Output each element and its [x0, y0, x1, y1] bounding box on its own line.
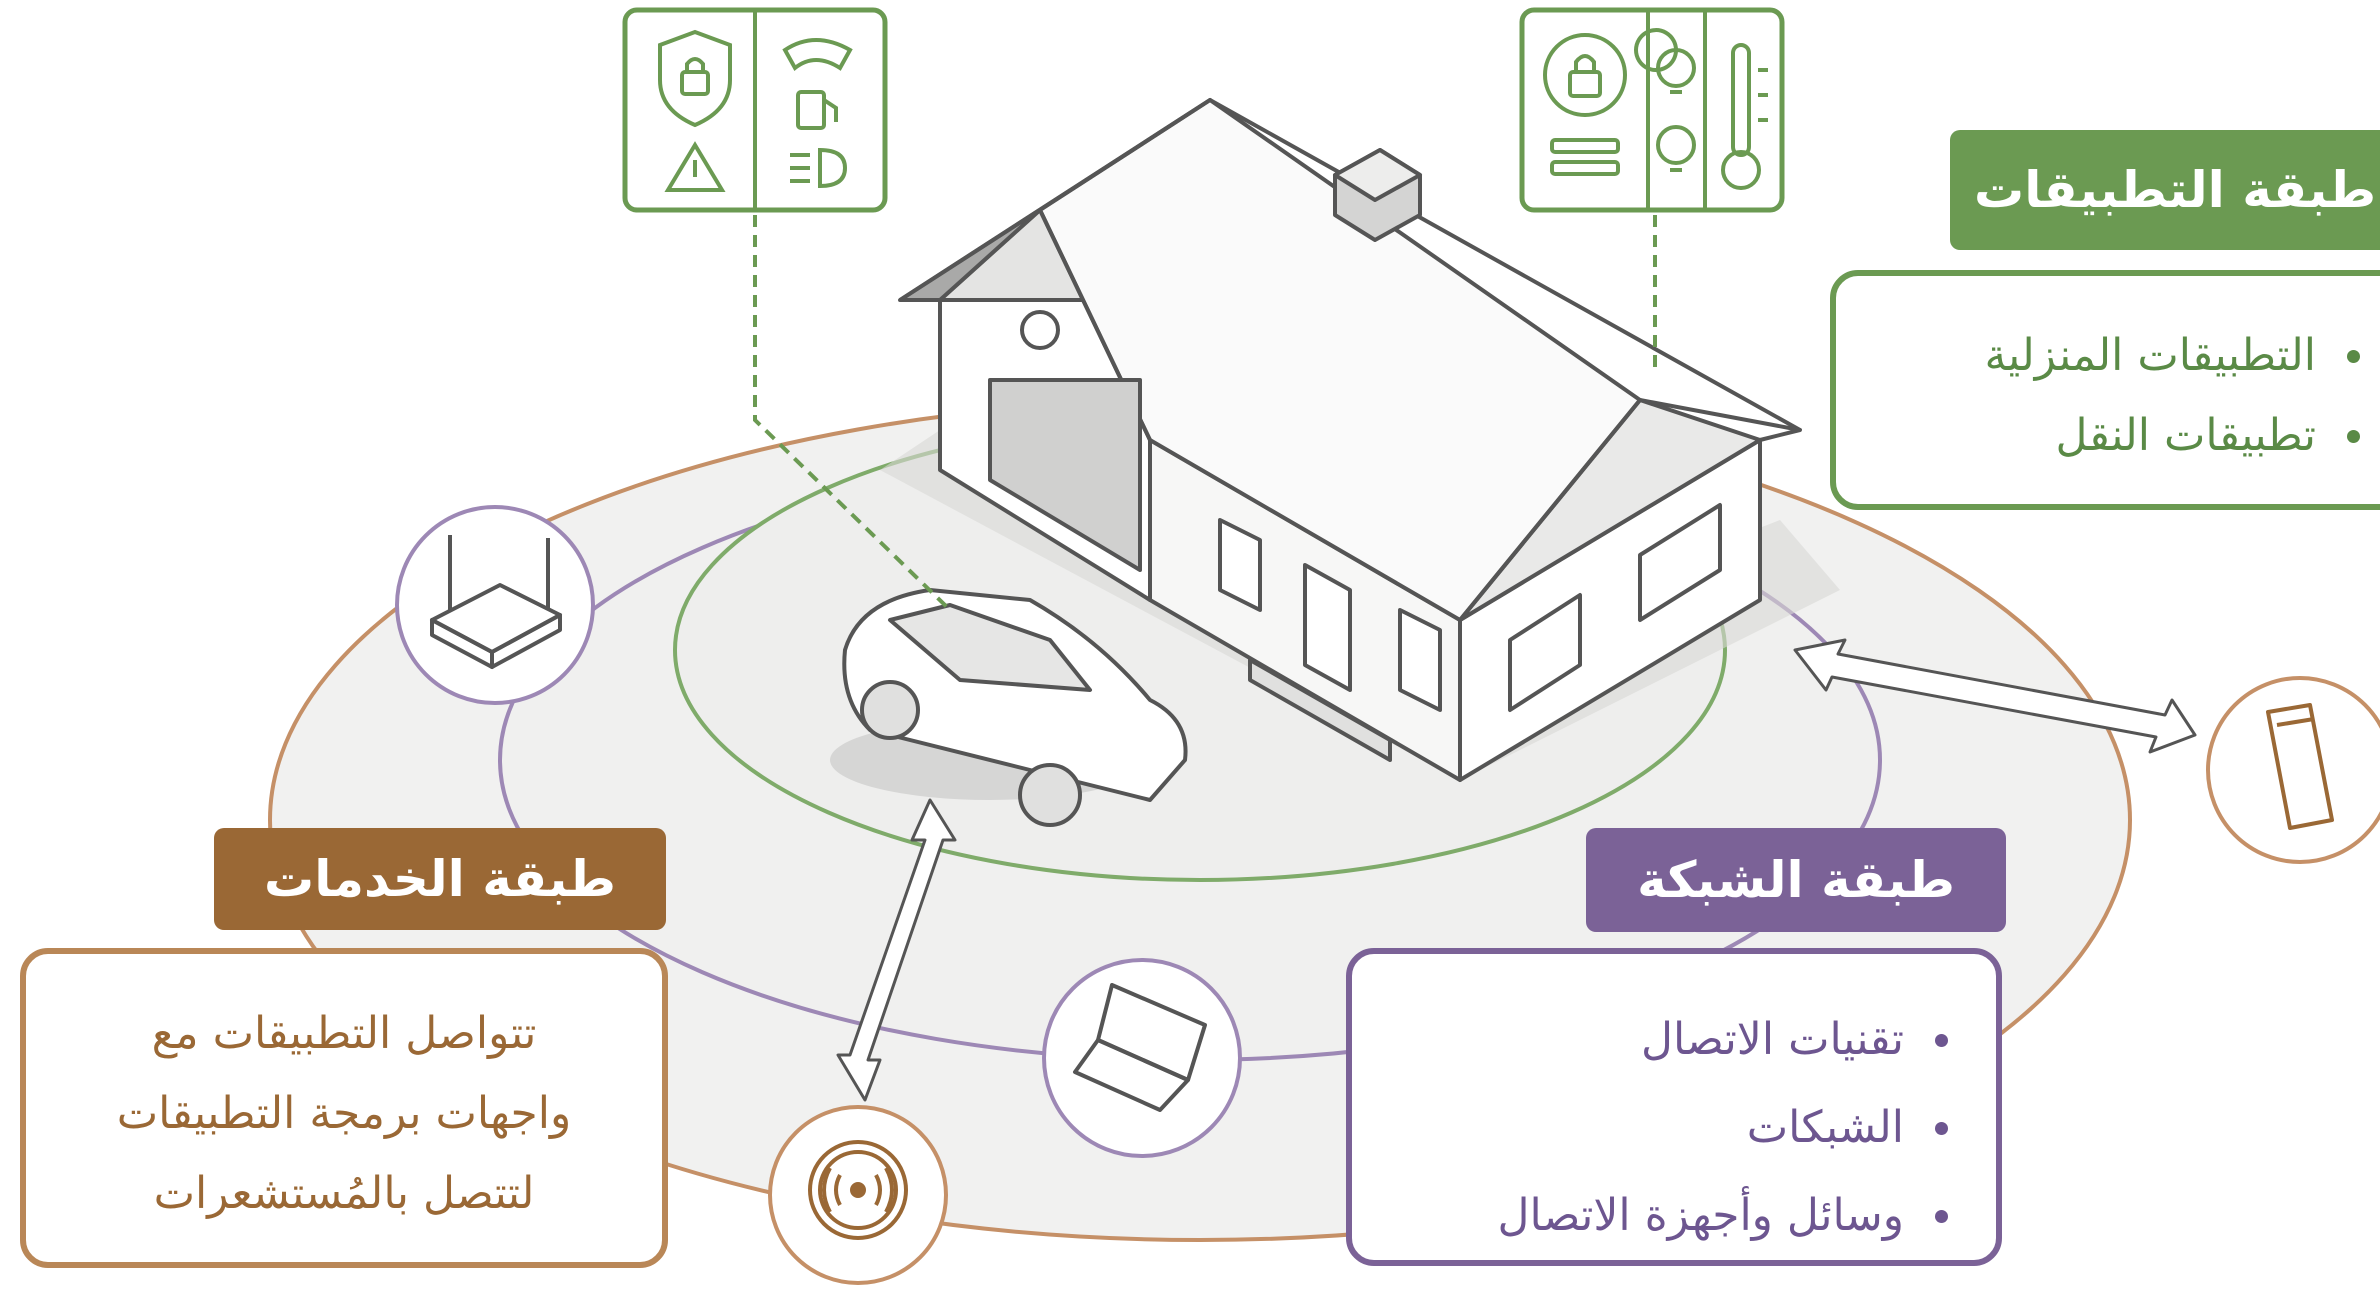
wiper-icon [782, 38, 853, 72]
services-layer-title: طبقة الخدمات [214, 828, 666, 930]
car-illustration [830, 588, 1188, 827]
shield-lock-icon [658, 29, 732, 128]
home-control-panel [1519, 7, 1785, 213]
lock-icon [1543, 33, 1627, 117]
headlight-icon [790, 147, 848, 189]
services-layer-box: تتواصل التطبيقات مع واجهات برمجة التطبيق… [20, 948, 668, 1268]
applications-layer-list: التطبيقات المنزلية تطبيقات النقل [1856, 316, 2368, 476]
double-arrow-horizontal [1793, 638, 2197, 754]
thermometer-icon [1721, 43, 1768, 190]
services-description-line: تتواصل التطبيقات مع [151, 1008, 537, 1059]
bulb-icon [1656, 125, 1696, 172]
applications-layer-title: طبقة التطبيقات [1950, 130, 2380, 250]
applications-layer-title-text: طبقة التطبيقات [1973, 161, 2377, 219]
services-description-line: واجهات برمجة التطبيقات [116, 1088, 572, 1139]
network-layer-list: تقنيات الاتصال الشبكات وسائل وأجهزة الات… [1372, 996, 1956, 1260]
sensor-icon [768, 1105, 948, 1285]
list-item: تقنيات الاتصال [1372, 996, 1956, 1084]
laptop-icon [1042, 958, 1242, 1158]
double-arrow-vertical [836, 798, 957, 1102]
list-item: تطبيقات النقل [1856, 396, 2368, 476]
list-item: وسائل وأجهزة الاتصال [1372, 1172, 1956, 1260]
house-illustration [898, 98, 1802, 782]
smartphone-icon [2206, 676, 2380, 864]
services-layer-title-text: طبقة الخدمات [263, 850, 617, 908]
router-icon [395, 505, 595, 705]
bulb-icon [1634, 28, 1696, 94]
list-item: الشبكات [1372, 1084, 1956, 1172]
warning-icon [664, 141, 726, 192]
applications-layer-box: التطبيقات المنزلية تطبيقات النقل [1830, 270, 2380, 510]
menu-lines-icon [1550, 138, 1620, 176]
network-layer-title: طبقة الشبكة [1586, 828, 2006, 932]
services-description-line: لتتصل بالمُستشعرات [153, 1168, 535, 1219]
list-item: التطبيقات المنزلية [1856, 316, 2368, 396]
car-control-panel [622, 7, 888, 213]
network-layer-box: تقنيات الاتصال الشبكات وسائل وأجهزة الات… [1346, 948, 2002, 1266]
fuel-icon [796, 90, 838, 130]
network-layer-title-text: طبقة الشبكة [1637, 851, 1955, 909]
